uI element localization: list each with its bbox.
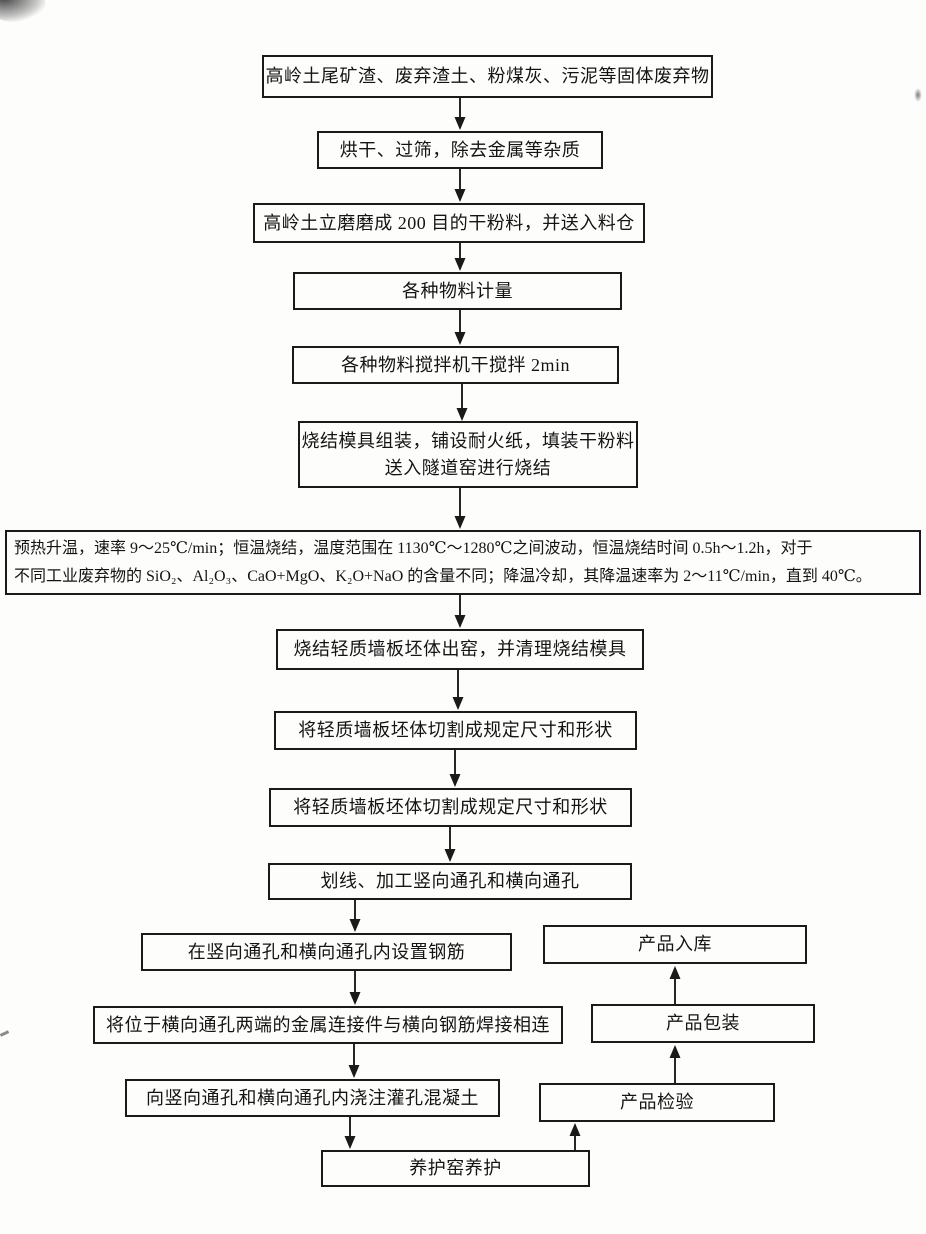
step-label: 将位于横向通孔两端的金属连接件与横向钢筋焊接相连 (106, 1014, 550, 1035)
step-cutting-1: 将轻质墙板坯体切割成规定尺寸和形状 (274, 711, 637, 750)
step-label: 产品入库 (638, 934, 712, 955)
step-grinding: 高岭土立磨磨成 200 目的干粉料，并送入料仓 (253, 203, 645, 243)
step-label: 高岭土立磨磨成 200 目的干粉料，并送入料仓 (263, 212, 635, 233)
step-label: 各种物料计量 (402, 280, 513, 301)
step-cutting-2: 将轻质墙板坯体切割成规定尺寸和形状 (269, 788, 632, 827)
step-label: 将轻质墙板坯体切割成规定尺寸和形状 (293, 797, 608, 818)
step-label: 烘干、过筛，除去金属等杂质 (339, 139, 581, 160)
scan-smudge (0, 0, 46, 22)
step-sintering-parameters: 预热升温，速率 9～25℃/min；恒温烧结，温度范围在 1130℃～1280℃… (5, 530, 921, 595)
step-rebar-placement: 在竖向通孔和横向通孔内设置钢筋 (141, 933, 512, 971)
step-label-line2: 不同工业废弃物的 SiO₂、Al₂O₃、CaO+MgO、K₂O+NaO 的含量不… (14, 567, 872, 585)
step-label: 养护窑养护 (409, 1158, 502, 1179)
step-dry-mixing: 各种物料搅拌机干搅拌 2min (292, 346, 619, 384)
step-label-line2: 送入隧道窑进行烧结 (384, 457, 552, 478)
step-label: 向竖向通孔和横向通孔内浇注灌孔混凝土 (146, 1087, 479, 1108)
step-kiln-discharge: 烧结轻质墙板坯体出窑，并清理烧结模具 (276, 629, 644, 670)
step-label: 高岭土尾矿渣、废弃渣土、粉煤灰、污泥等固体废弃物 (265, 66, 710, 87)
step-label: 将轻质墙板坯体切割成规定尺寸和形状 (298, 720, 613, 741)
step-drying-sieving: 烘干、过筛，除去金属等杂质 (317, 131, 603, 169)
step-mold-assembly: 烧结模具组装，铺设耐火纸，填装干粉料 送入隧道窑进行烧结 (298, 421, 638, 488)
step-label-line1: 预热升温，速率 9～25℃/min；恒温烧结，温度范围在 1130℃～1280℃… (14, 539, 813, 557)
step-label: 划线、加工竖向通孔和横向通孔 (320, 871, 580, 892)
step-label: 产品检验 (620, 1092, 694, 1113)
scan-tick (0, 1030, 10, 1037)
step-solid-waste-input: 高岭土尾矿渣、废弃渣土、粉煤灰、污泥等固体废弃物 (262, 55, 713, 98)
step-product-warehousing: 产品入库 (543, 925, 807, 964)
step-label: 各种物料搅拌机干搅拌 2min (340, 354, 570, 375)
step-curing-kiln: 养护窑养护 (321, 1150, 590, 1187)
step-hole-machining: 划线、加工竖向通孔和横向通孔 (268, 863, 632, 900)
step-label: 烧结轻质墙板坯体出窑，并清理烧结模具 (293, 639, 627, 660)
step-label-line1: 烧结模具组装，铺设耐火纸，填装干粉料 (301, 431, 635, 452)
step-material-metering: 各种物料计量 (293, 272, 622, 310)
step-product-inspection: 产品检验 (539, 1083, 775, 1122)
step-connector-welding: 将位于横向通孔两端的金属连接件与横向钢筋焊接相连 (93, 1006, 563, 1044)
step-product-packaging: 产品包装 (591, 1004, 815, 1043)
step-label: 在竖向通孔和横向通孔内设置钢筋 (187, 941, 466, 962)
step-label: 产品包装 (666, 1013, 740, 1034)
step-concrete-grouting: 向竖向通孔和横向通孔内浇注灌孔混凝土 (125, 1079, 500, 1117)
scan-speck (914, 88, 922, 102)
